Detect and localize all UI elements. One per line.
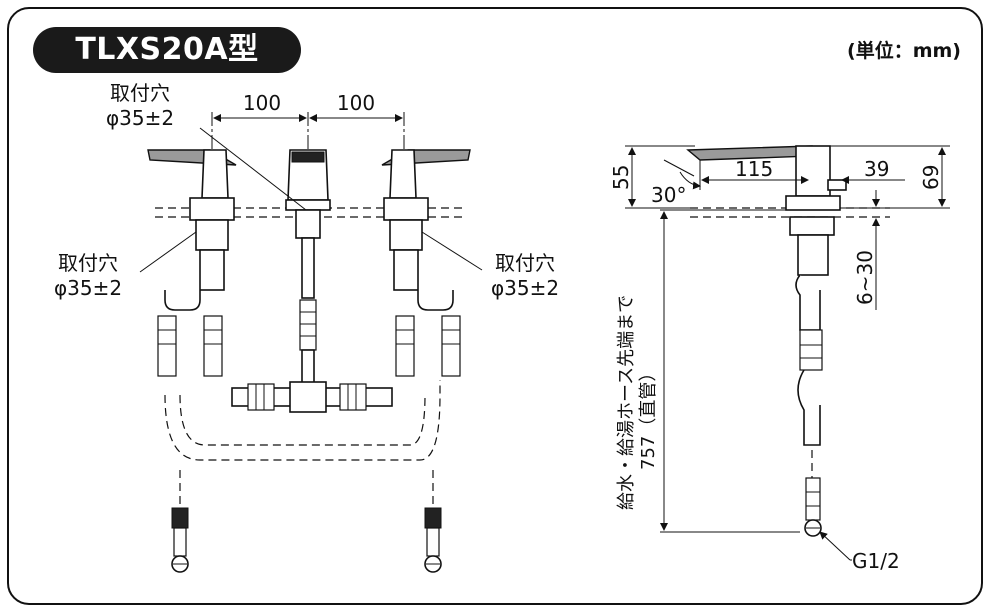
drawing-frame: [7, 7, 983, 605]
dim-69: 69: [919, 165, 943, 190]
angle-30: 30°: [651, 183, 686, 207]
dim-115: 115: [735, 157, 773, 181]
dim-6-30: 6~30: [853, 250, 877, 305]
dim-100-right: 100: [337, 91, 375, 115]
hole-label-left-2: φ35±2: [54, 276, 122, 300]
thread-g1-2: G1/2: [852, 549, 900, 573]
stop-valve-left: [171, 507, 189, 573]
dim-100-left: 100: [243, 91, 281, 115]
hole-label-left-1: 取付穴: [58, 251, 118, 275]
hose-label: 給水・給湯ホース先端まで: [616, 295, 637, 510]
side-view: 55 30° 115 39 69 6~30 給水・給湯ホース先端まで 757（直…: [609, 145, 950, 573]
hole-label-center-1: 取付穴: [110, 81, 170, 105]
model-title-badge: TLXS20A型: [33, 27, 301, 73]
hose-length: 757（直管）: [638, 364, 659, 470]
hole-label-right-1: 取付穴: [495, 251, 555, 275]
stop-valve-right: [424, 507, 442, 573]
tee-fitting: [231, 381, 393, 413]
center-spout: [285, 149, 331, 391]
hole-label-center-2: φ35±2: [106, 106, 174, 130]
right-handle-valve: [381, 149, 471, 377]
left-handle-valve: [147, 149, 237, 377]
dim-39: 39: [864, 157, 889, 181]
dim-55: 55: [609, 165, 633, 190]
front-view: 100 100: [54, 81, 559, 573]
hole-label-right-2: φ35±2: [491, 276, 559, 300]
unit-note: (単位：mm): [847, 40, 961, 62]
